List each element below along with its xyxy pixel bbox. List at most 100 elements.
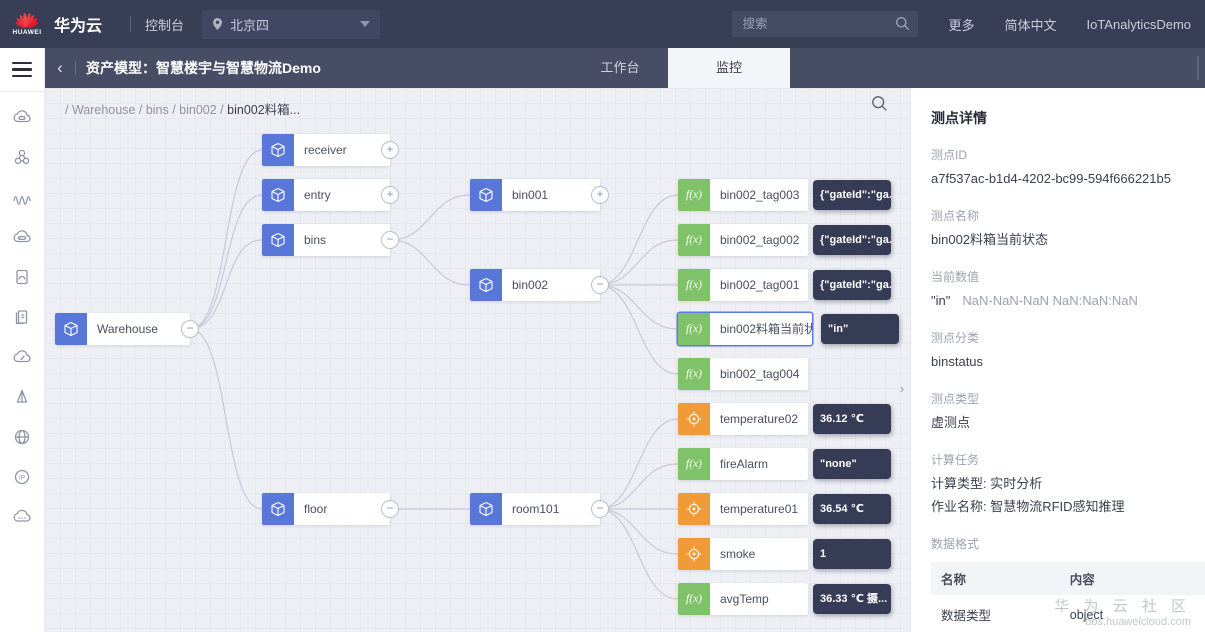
- asset-cube-icon: [262, 224, 294, 256]
- value-badge: {"gateId":"ga...: [813, 270, 891, 300]
- tree-node-room101[interactable]: room101 −: [470, 493, 609, 525]
- node-label: bin002_tag004: [720, 367, 800, 381]
- field-point-name: 测点名称 bin002料箱当前状态: [931, 209, 1049, 247]
- huawei-flower-icon: [15, 12, 39, 28]
- expand-toggle[interactable]: +: [591, 186, 609, 204]
- huawei-logo[interactable]: HUAWEI: [2, 12, 52, 36]
- field-data-format: 数据格式 名称 内容 数据类型 obj: [931, 535, 1205, 632]
- cloud-storage-icon[interactable]: [10, 226, 34, 248]
- container-icon[interactable]: [10, 306, 34, 328]
- host-icon[interactable]: [10, 266, 34, 288]
- collapse-toggle[interactable]: −: [591, 500, 609, 518]
- value-badge: {"gateId":"ga...: [813, 225, 891, 255]
- brand-name[interactable]: 华为云: [54, 18, 103, 35]
- tab-monitor[interactable]: 监控: [668, 48, 790, 88]
- cluster-icon[interactable]: [10, 146, 34, 168]
- field-compute-task: 计算任务 计算类型: 实时分析 作业名称: 智慧物流RFID感知推理: [931, 453, 1125, 514]
- beacon-icon[interactable]: [10, 386, 34, 408]
- value-badge: 1: [813, 539, 891, 569]
- console-link[interactable]: 控制台: [145, 17, 185, 33]
- tree-node-bins[interactable]: bins −: [262, 224, 399, 256]
- region-value: 北京四: [230, 17, 270, 33]
- tab-workbench[interactable]: 工作台: [600, 60, 640, 75]
- breadcrumb-current: bin002料箱...: [227, 103, 301, 117]
- panel-collapse-handle[interactable]: ›: [899, 380, 905, 396]
- value-badge: 36.12 ℃: [813, 404, 891, 434]
- tree-node-avgtemp[interactable]: f(x) avgTemp: [678, 583, 808, 615]
- node-label: bins: [304, 233, 327, 247]
- divider: [75, 61, 76, 75]
- asset-cube-icon: [470, 179, 502, 211]
- cloud-server-icon[interactable]: [10, 106, 34, 128]
- stream-icon[interactable]: [10, 186, 34, 208]
- tree-node-temperature01[interactable]: temperature01: [678, 493, 808, 525]
- menu-toggle[interactable]: [0, 48, 45, 92]
- node-label: bin002料箱当前状态..: [720, 322, 812, 336]
- language-switch[interactable]: 简体中文: [1004, 17, 1057, 33]
- tree-node-firealarm[interactable]: f(x) fireAlarm: [678, 448, 808, 480]
- node-label: bin002_tag001: [720, 278, 800, 292]
- asset-cube-icon: [470, 493, 502, 525]
- tree-node-bin002-tag001[interactable]: f(x) bin002_tag001: [678, 269, 808, 301]
- asset-tree-canvas[interactable]: / Warehouse / bins / bin002 / bin002料箱..…: [45, 88, 910, 632]
- tree-node-bin002-tag003[interactable]: f(x) bin002_tag003: [678, 179, 808, 211]
- point-detail-panel: 测点详情 测点ID a7f537ac-b1d4-4202-bc99-594f66…: [910, 88, 1205, 632]
- ip-icon[interactable]: IP: [10, 466, 34, 488]
- divider: [130, 16, 132, 32]
- tree-node-bin002[interactable]: bin002 −: [470, 269, 609, 301]
- tree-node-warehouse[interactable]: Warehouse −: [55, 313, 199, 345]
- tree-node-floor[interactable]: floor −: [262, 493, 399, 525]
- back-button[interactable]: ‹: [57, 58, 63, 77]
- tree-node-entry[interactable]: entry +: [262, 179, 399, 211]
- value-badge: "none": [813, 449, 891, 479]
- sensor-icon: [678, 538, 710, 570]
- function-icon: f(x): [678, 179, 710, 211]
- asset-cube-icon: [262, 493, 294, 525]
- more-menu[interactable]: 更多: [948, 17, 975, 33]
- search-input[interactable]: [732, 11, 919, 37]
- globe-icon[interactable]: [10, 426, 34, 448]
- node-label: room101: [512, 502, 560, 516]
- collapse-toggle[interactable]: −: [181, 320, 199, 338]
- tree-node-temperature02[interactable]: temperature02: [678, 403, 808, 435]
- tree-node-receiver[interactable]: receiver +: [262, 134, 399, 166]
- cloud-more-icon[interactable]: [10, 506, 34, 528]
- node-label: bin002: [512, 278, 549, 292]
- node-label: floor: [304, 502, 328, 516]
- cloud-monitor-icon[interactable]: [10, 346, 34, 368]
- tree-node-bin002-tag002[interactable]: f(x) bin002_tag002: [678, 224, 808, 256]
- asset-cube-icon: [262, 134, 294, 166]
- tree-node-bin001[interactable]: bin001 +: [470, 179, 609, 211]
- field-point-category: 测点分类 binstatus: [931, 331, 984, 369]
- expand-toggle[interactable]: +: [381, 186, 399, 204]
- function-icon: f(x): [678, 224, 710, 256]
- expand-toggle[interactable]: +: [381, 141, 399, 159]
- collapse-toggle[interactable]: −: [591, 276, 609, 294]
- location-pin-icon: [213, 18, 223, 30]
- breadcrumb-path[interactable]: / Warehouse / bins / bin002 /: [65, 103, 228, 117]
- canvas-search-icon[interactable]: [871, 95, 888, 112]
- search-icon: [896, 17, 910, 31]
- node-label: bin002_tag002: [720, 233, 800, 247]
- asset-cube-icon: [55, 313, 87, 345]
- node-label: smoke: [720, 547, 756, 561]
- account-menu[interactable]: IoTAnalyticsDemo: [1086, 16, 1191, 32]
- tree-node-bin002-tag004[interactable]: f(x) bin002_tag004: [678, 358, 808, 390]
- breadcrumb[interactable]: / Warehouse / bins / bin002 / bin002料箱..…: [65, 99, 300, 118]
- node-label: fireAlarm: [720, 457, 769, 471]
- function-icon: f(x): [678, 269, 710, 301]
- value-badge: {"gateId":"ga...: [813, 180, 891, 210]
- huawei-wordmark: HUAWEI: [12, 28, 42, 36]
- panel-title: 测点详情: [931, 110, 987, 126]
- collapse-toggle[interactable]: −: [381, 231, 399, 249]
- region-selector[interactable]: 北京四: [202, 9, 381, 39]
- global-search[interactable]: [732, 11, 919, 37]
- collapse-toggle[interactable]: −: [381, 500, 399, 518]
- divider: [1197, 56, 1199, 80]
- top-bar: HUAWEI 华为云 控制台 北京四 更多 简体中文 IoTAnalyticsD…: [0, 0, 1205, 48]
- tree-node-bin002-status-selected[interactable]: f(x) bin002料箱当前状态..: [678, 313, 812, 345]
- function-icon: f(x): [678, 313, 710, 345]
- tree-node-smoke[interactable]: smoke: [678, 538, 808, 570]
- page-title: 资产模型：智慧楼宇与智慧物流Demo: [86, 60, 321, 76]
